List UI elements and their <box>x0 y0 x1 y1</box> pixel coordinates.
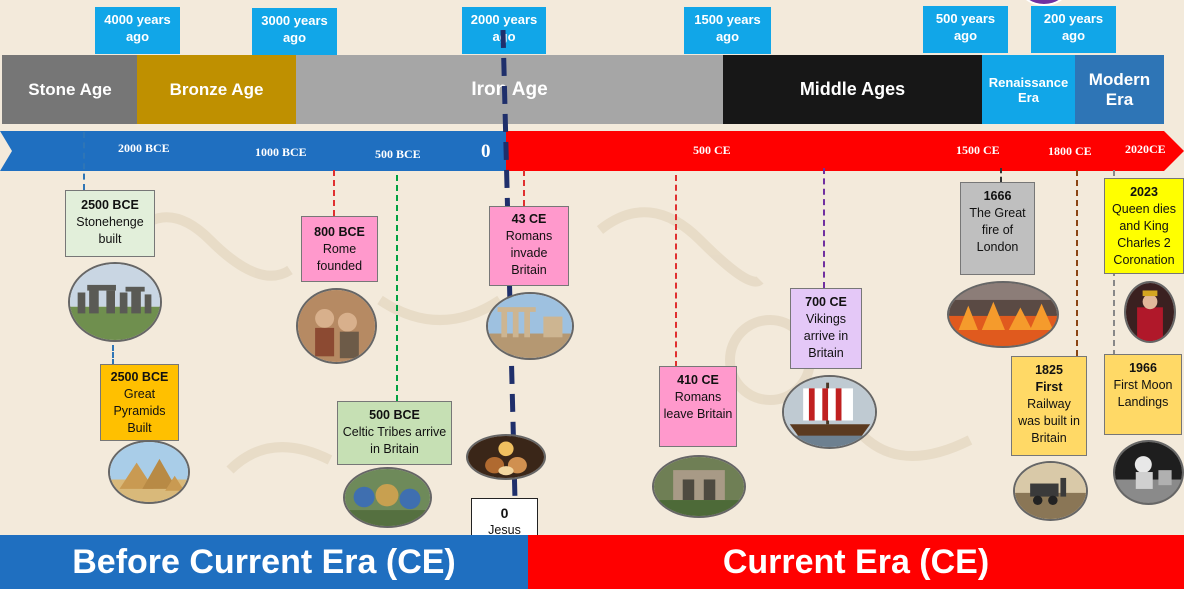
nativity-image <box>466 434 546 480</box>
tick-zero: 0 <box>481 141 491 162</box>
era-renaissance: Renaissance Era <box>982 55 1075 124</box>
era-stone-age: Stone Age <box>2 55 138 124</box>
connector-romans-invade <box>523 170 525 206</box>
years-ago-4000: 4000 years ago <box>95 7 180 54</box>
era-iron-age: Iron Age <box>296 55 723 124</box>
years-ago-500: 500 years ago <box>923 6 1008 53</box>
railway-image <box>1013 461 1088 521</box>
celtic-tribes-image <box>343 467 432 528</box>
connector-stonehenge <box>83 132 85 190</box>
timeline-axis <box>0 131 1184 171</box>
tick-1000-bce: 1000 BCE <box>255 145 307 159</box>
banner-before-current-era: Before Current Era (CE) <box>0 535 528 589</box>
era-bronze-age: Bronze Age <box>137 55 296 124</box>
moon-landing-image <box>1113 440 1184 505</box>
tick-500-ce: 500 CE <box>693 143 731 157</box>
years-ago-200: 200 years ago <box>1031 6 1116 53</box>
tick-500-bce: 500 BCE <box>375 147 421 161</box>
viking-ship-image <box>782 375 877 449</box>
romans-invade-image <box>486 292 574 360</box>
era-modern: Modern Era <box>1075 55 1164 124</box>
connector-celtic <box>396 175 398 401</box>
tick-1800-ce: 1800 CE <box>1048 144 1092 158</box>
romans-leave-image <box>652 455 746 518</box>
banner-current-era: Current Era (CE) <box>528 535 1184 589</box>
tick-2020-ce: 2020CE <box>1125 142 1166 156</box>
connector-pyramids <box>112 345 114 365</box>
era-middle-ages: Middle Ages <box>723 55 982 124</box>
connector-great-fire <box>1000 168 1002 182</box>
rome-founded-image <box>296 288 377 364</box>
years-ago-1500: 1500 years ago <box>684 7 771 54</box>
connector-railway <box>1076 170 1078 356</box>
connector-romans-leave <box>675 175 677 367</box>
king-charles-image <box>1124 281 1176 343</box>
pyramids-image <box>108 440 190 504</box>
great-fire-image <box>947 281 1059 348</box>
tick-1500-ce: 1500 CE <box>956 143 1000 157</box>
tick-2000-bce: 2000 BCE <box>118 141 170 155</box>
years-ago-3000: 3000 years ago <box>252 8 337 55</box>
stonehenge-image <box>68 262 162 342</box>
connector-rome <box>333 170 335 216</box>
connector-vikings <box>823 168 825 288</box>
